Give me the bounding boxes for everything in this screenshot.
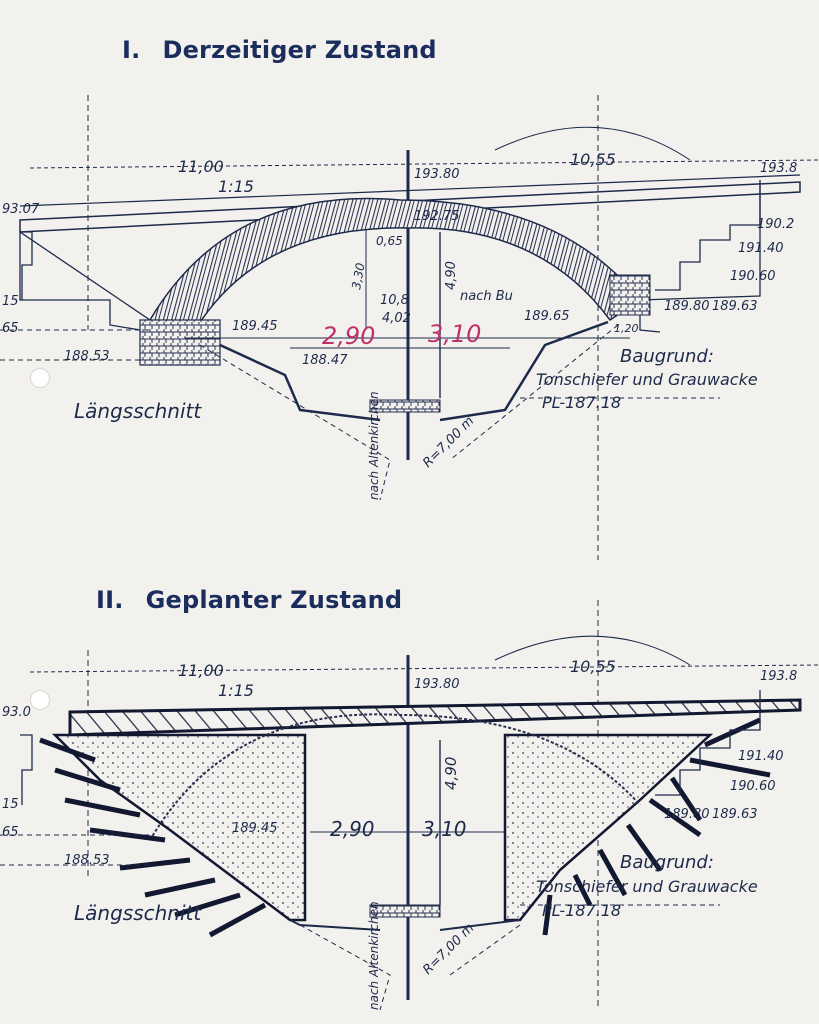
subsoil-label-1: Baugrund: — [620, 346, 714, 367]
right-step-4: 189.63 — [712, 807, 758, 822]
dimension-line — [29, 159, 819, 169]
heading-number: II. — [96, 586, 124, 614]
cut-slope-right — [439, 919, 521, 931]
left-anchors — [39, 737, 267, 938]
rail-note-1: 10,8 — [380, 293, 409, 308]
cut-slope-left — [219, 343, 381, 422]
direction-label: nach Altenkirchen — [367, 391, 381, 500]
left-edge-level-label: 93.07 — [2, 202, 40, 217]
punch-hole — [30, 690, 50, 710]
right-step-3: 189.80 — [664, 299, 710, 314]
right-edge-level-label: 193.8 — [760, 161, 797, 176]
rail-note-3: nach Bu — [460, 289, 513, 304]
section-label: Längsschnitt — [74, 399, 202, 423]
old-arch-outline — [149, 713, 641, 841]
ground-left-label: 188.53 — [64, 349, 110, 364]
span-left-label: 11,00 — [178, 157, 224, 176]
heading-current-state: I. Derzeitiger Zustand — [122, 36, 437, 64]
dim-left-label: 2,90 — [330, 817, 375, 841]
subsoil-label-2: Tonschiefer und Grauwacke — [536, 370, 758, 389]
slope-right-label: 1,20 — [614, 322, 639, 335]
dim-right-red: 3,10 — [428, 320, 481, 348]
left-margin-1: 15 — [2, 797, 19, 812]
rail-note-2: 4,02 — [382, 311, 411, 326]
left-margin-2: 65 — [2, 825, 19, 840]
profile-line — [299, 924, 521, 1011]
railing — [19, 174, 801, 207]
right-abutment-new — [503, 733, 714, 922]
diagram-planned: 11,00 1:15 10,55 193.80 193.8 93.0 4,90 … — [0, 600, 819, 1011]
heading-title: Geplanter Zustand — [145, 586, 403, 614]
deck — [19, 181, 801, 233]
slope-label: 1:15 — [218, 681, 254, 700]
direction-label: nach Altenkirchen — [367, 901, 381, 1010]
left-steps — [20, 734, 33, 805]
heading-number: I. — [122, 36, 141, 64]
span-right-label: 10,55 — [570, 150, 616, 169]
track-level-label: PL-187.18 — [542, 901, 621, 920]
crown-level-label: 193.80 — [414, 167, 460, 182]
ground-left-label: 188.53 — [64, 853, 110, 868]
springing-left-label: 189.45 — [232, 821, 278, 836]
right-step-1: 191.40 — [738, 241, 784, 256]
punch-hole — [30, 368, 50, 388]
crown-inner-label: 192.75 — [414, 209, 460, 224]
dimension-line — [29, 664, 819, 673]
radius-arc — [494, 635, 691, 666]
right-anchors — [542, 717, 771, 936]
cut-slope-right — [439, 320, 609, 422]
clear-height-label: 4,90 — [442, 757, 460, 790]
heading-title: Derzeitiger Zustand — [162, 36, 437, 64]
span-right-label: 10,55 — [570, 657, 616, 676]
right-step-5: 190.2 — [757, 217, 794, 232]
left-edge-level-label: 93.0 — [2, 705, 31, 720]
profile-line — [199, 324, 619, 501]
footing-left-label: 188.47 — [302, 353, 348, 368]
radius-arc — [494, 126, 691, 161]
heading-planned-state: II. Geplanter Zustand — [96, 586, 402, 614]
right-step-3: 189.80 — [664, 807, 710, 822]
left-steps — [20, 231, 33, 300]
track-bed — [369, 904, 441, 918]
track-level-label: PL-187.18 — [542, 393, 621, 412]
arch-thickness-label: 0,65 — [376, 234, 403, 248]
springing-left-label: 189.45 — [232, 319, 278, 334]
radius-label: R=7,00 m — [420, 414, 477, 471]
span-left-label: 11,00 — [178, 661, 224, 680]
right-edge-level-label: 193.8 — [760, 669, 797, 684]
left-footing — [139, 319, 221, 366]
springing-right-label: 189.65 — [524, 309, 570, 324]
right-step-1: 191.40 — [738, 749, 784, 764]
arch-rise-label: 3,30 — [349, 261, 367, 290]
subsoil-label-2: Tonschiefer und Grauwacke — [536, 877, 758, 896]
track-bed — [369, 399, 441, 413]
right-step-4: 189.63 — [712, 299, 758, 314]
right-footing — [609, 274, 651, 316]
right-steps — [655, 690, 761, 796]
subsoil-label-1: Baugrund: — [620, 852, 714, 873]
left-margin-2: 65 — [2, 321, 19, 336]
crown-level-label: 193.80 — [414, 677, 460, 692]
dim-right-label: 3,10 — [422, 817, 467, 841]
slope-label: 1:15 — [218, 177, 254, 196]
right-steps — [655, 185, 761, 291]
diagram-current: 11,00 1:15 10,55 193.80 192.75 193.8 93.… — [0, 95, 819, 560]
right-step-2: 190.60 — [730, 779, 776, 794]
dim-left-red: 2,90 — [322, 322, 375, 350]
left-margin-1: 15 — [2, 294, 19, 309]
clear-height-label: 4,90 — [444, 261, 459, 290]
right-step-2: 190.60 — [730, 269, 776, 284]
new-deck-slab — [68, 698, 802, 737]
section-label: Längsschnitt — [74, 901, 202, 925]
